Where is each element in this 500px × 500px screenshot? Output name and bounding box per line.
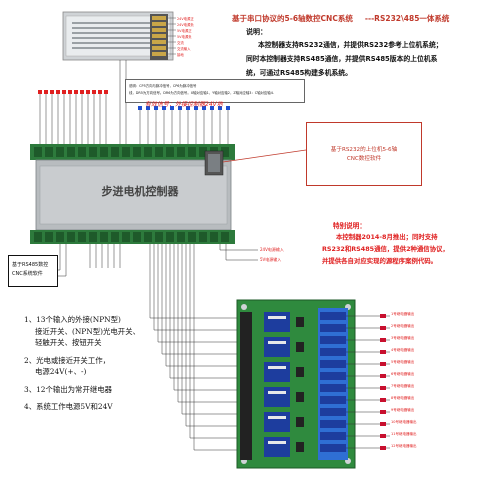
input-wires-top bbox=[38, 90, 230, 145]
relay-output-label: 2号继电器输出 bbox=[391, 324, 415, 328]
relay-output-label: 1号继电器输出 bbox=[391, 312, 415, 316]
relay-output-label: 9号继电器输出 bbox=[391, 408, 415, 412]
controller-name: 步进电机控制器 bbox=[101, 185, 179, 198]
psu-terminal-label: 5V电源负 bbox=[177, 35, 192, 39]
axis-info-line: 线，DR5为方向信号。DR6为方向信号。X轴对应轴1，Y轴对应轴2，Z轴对应轴3… bbox=[129, 91, 274, 95]
page-title: 基于串口协议的5-6轴数控CNC系统 ---RS232\485一体系统 bbox=[232, 13, 449, 24]
special-note: 本控制器2014-8月推出；同时支持 RS232和RS485通信，提供2种通信协… bbox=[322, 231, 482, 267]
power-supply-unit bbox=[62, 11, 176, 61]
rs232-link bbox=[222, 149, 307, 163]
relay-output-label: 6号继电器输出 bbox=[391, 372, 415, 376]
psu-terminal-label: 24V电源负 bbox=[177, 23, 194, 27]
power-label-24v: 24V电源输入 bbox=[260, 247, 284, 252]
output-wires-bottom bbox=[56, 244, 258, 451]
relay-output-label: 10号继电器输出 bbox=[391, 420, 417, 424]
special-note-line: RS232和RS485通信，提供2种通信协议， bbox=[322, 245, 449, 253]
relay-output-label: 12号继电器输出 bbox=[391, 444, 417, 448]
special-note-line: 本控制器2014-8月推出；同时支持 bbox=[336, 233, 438, 241]
relay-output-label: 8号继电器输出 bbox=[391, 396, 415, 400]
axis-info-box: 说明：CP5方向与脉冲信号，CP6为脉冲信号 线，DR5为方向信号。DR6为方向… bbox=[125, 79, 305, 103]
relay-output-label: 4号继电器输出 bbox=[391, 348, 415, 352]
pc-box-line: CNC数控软件 bbox=[346, 156, 382, 162]
relay-board bbox=[236, 299, 356, 469]
psu-terminal-label: 交流 bbox=[177, 41, 184, 45]
notes-item: 2、光电或接近开关工作， 电源24V(+、-) bbox=[24, 355, 244, 378]
pc-software-box: 基于RS232的上位机5-6轴 CNC数控软件 bbox=[306, 122, 422, 186]
note-line: 2、光电或接近开关工作， bbox=[24, 355, 111, 365]
note-line: 轻触开关、按钮开关 bbox=[35, 338, 102, 347]
axis-info-line: 说明：CP5方向与脉冲信号，CP6为脉冲信号 bbox=[129, 84, 197, 88]
description-heading: 说明： bbox=[246, 28, 267, 36]
relay-output-markers bbox=[380, 314, 386, 450]
description-line: 统，可通过RS485构建多机系统。 bbox=[246, 69, 352, 77]
left-box-line: 基于RS485数控 bbox=[12, 262, 49, 268]
note-line: 接近开关、(NPN型)光电开关、 bbox=[35, 326, 140, 336]
title-suffix: ---RS232\485一体系统 bbox=[364, 14, 450, 23]
power-label-5v: 5V电源输入 bbox=[260, 257, 282, 262]
note-line: 电源24V(+、-) bbox=[35, 367, 87, 376]
special-note-line: 并提供各自对应实现的源程序案例代码。 bbox=[322, 257, 438, 265]
pc-box-line: 基于RS232的上位机5-6轴 bbox=[330, 147, 398, 153]
note-line: 3、12个输出为常开继电器 bbox=[24, 384, 113, 394]
notes-item: 4、系统工作电源5V和24V bbox=[24, 401, 244, 413]
relay-output-label: 3号继电器输出 bbox=[391, 336, 415, 340]
relay-output-label: 7号继电器输出 bbox=[391, 384, 415, 388]
signal-label: 有效信号：外接控制器24V地 bbox=[145, 101, 223, 108]
rs485-software-box: 基于RS485数控 CNC系统软件 bbox=[8, 255, 58, 287]
notes-item: 1、13个输入的外接(NPN型) 接近开关、(NPN型)光电开关、 轻触开关、按… bbox=[24, 314, 244, 349]
note-line: 4、系统工作电源5V和24V bbox=[24, 402, 113, 411]
relay-output-label: 5号继电器输出 bbox=[391, 360, 415, 364]
psu-terminal-label: 5V电源正 bbox=[177, 29, 192, 33]
psu-terminal-label: 接地 bbox=[177, 53, 184, 57]
special-note-heading: 特别说明： bbox=[333, 222, 366, 230]
notes-item: 3、12个输出为常开继电器 bbox=[24, 384, 244, 396]
psu-terminal-label: 交流输入 bbox=[177, 47, 191, 51]
description: 本控制器支持RS232通信，并提供RS232参考上位机系统； 同时本控制器支持R… bbox=[246, 38, 492, 80]
description-line: 同时本控制器支持RS485通信，并提供RS485版本的上位机系 bbox=[246, 55, 438, 63]
psu-wires bbox=[119, 60, 127, 150]
description-line: 本控制器支持RS232通信，并提供RS232参考上位机系统； bbox=[258, 41, 443, 49]
stepper-controller-device bbox=[30, 144, 235, 244]
note-line: 1、13个输入的外接(NPN型) bbox=[24, 315, 121, 324]
relay-output-label: 11号继电器输出 bbox=[391, 432, 417, 436]
left-box-line: CNC系统软件 bbox=[12, 271, 43, 277]
notes-list: 1、13个输入的外接(NPN型) 接近开关、(NPN型)光电开关、 轻触开关、按… bbox=[24, 314, 244, 419]
title-main: 基于串口协议的5-6轴数控CNC系统 bbox=[232, 14, 353, 23]
psu-terminal-label: 24V电源正 bbox=[177, 17, 194, 21]
